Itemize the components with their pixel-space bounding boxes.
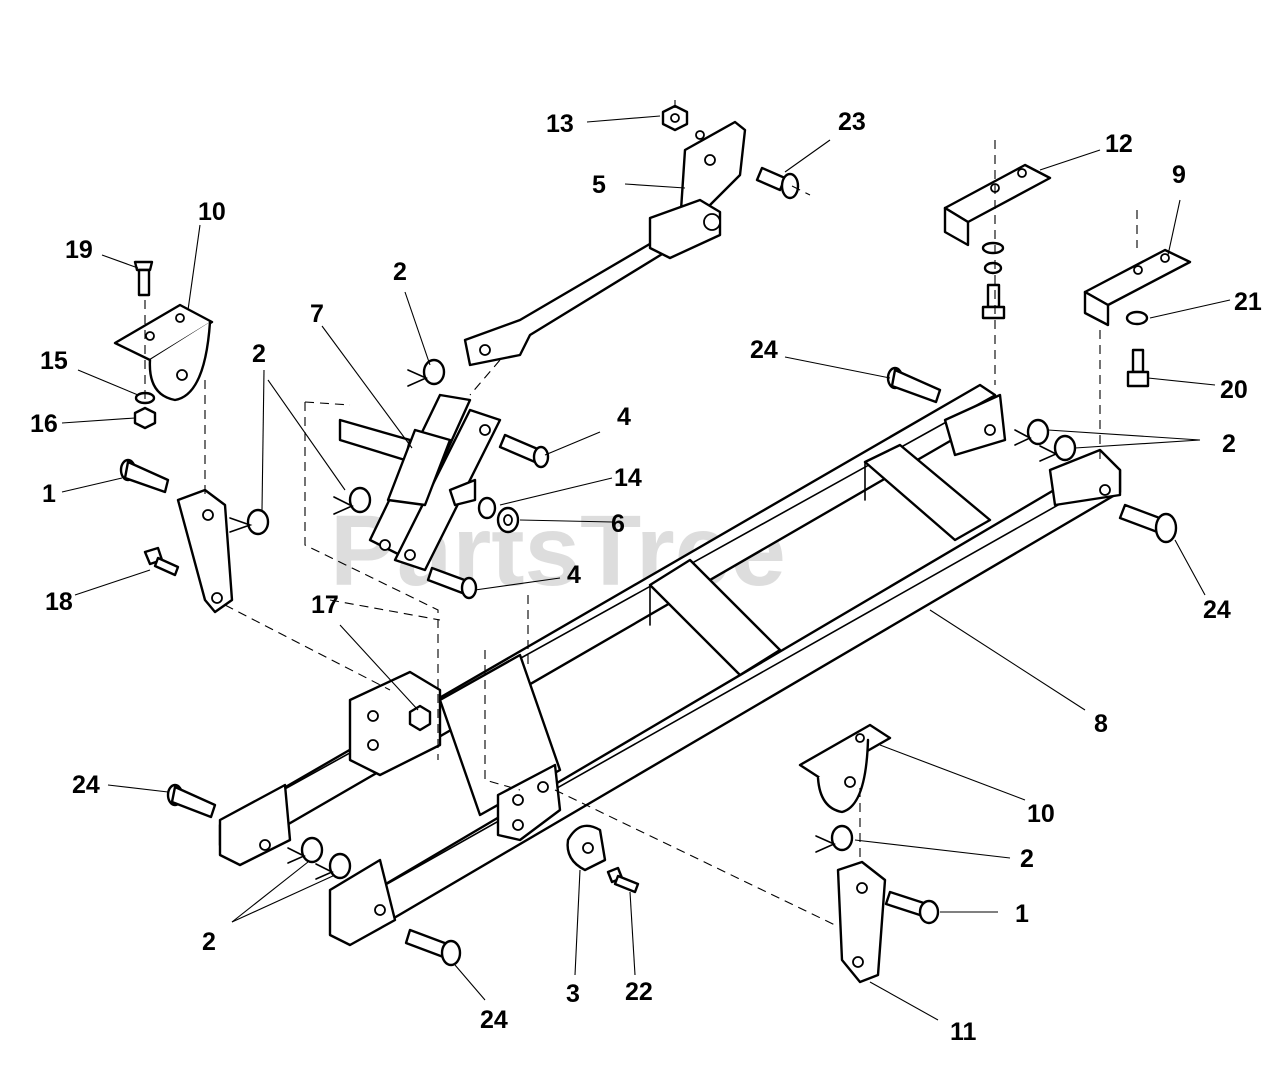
callout-8: 8 (1094, 710, 1108, 738)
hex-nut-17[interactable] (408, 704, 432, 732)
clevis-pin-4-upper[interactable] (498, 433, 550, 469)
hitch-pin-clip-2-lower-left-a[interactable] (287, 836, 324, 864)
callout-4-lower: 4 (567, 561, 581, 589)
hitch-pin-clip-2-lower-right[interactable] (815, 824, 854, 853)
bolt-20[interactable] (1126, 348, 1150, 388)
hitch-pin-clip-2-right-a[interactable] (1014, 418, 1050, 446)
callout-19: 19 (65, 236, 93, 264)
callout-14: 14 (614, 464, 642, 492)
clevis-pin-24-top[interactable] (886, 366, 942, 404)
callout-1-left: 1 (42, 480, 56, 508)
pivot-block-3[interactable] (566, 824, 607, 872)
callout-18: 18 (45, 588, 73, 616)
hanger-arm-11-lower[interactable] (836, 860, 887, 984)
lift-rod-assembly[interactable] (463, 120, 747, 367)
assembly-guide-lines (144, 100, 1138, 926)
callout-21: 21 (1234, 288, 1262, 316)
hitch-pin-clip-2-left[interactable] (229, 508, 270, 536)
bracket-12[interactable] (943, 163, 1052, 247)
bolt-23[interactable] (755, 166, 800, 200)
callout-13: 13 (546, 110, 574, 138)
callout-4-upper: 4 (617, 403, 631, 431)
washer-12-a[interactable] (981, 241, 1005, 255)
callout-2-left: 2 (252, 340, 266, 368)
callout-10-lower: 10 (1027, 800, 1055, 828)
bolt-19[interactable] (133, 260, 154, 297)
callout-6: 6 (611, 510, 625, 538)
bracket-9[interactable] (1083, 248, 1192, 327)
callout-16: 16 (30, 410, 58, 438)
callout-22: 22 (625, 978, 653, 1006)
callout-12: 12 (1105, 130, 1133, 158)
clevis-pin-1-left[interactable] (119, 458, 170, 494)
callout-9: 9 (1172, 161, 1186, 189)
callout-15: 15 (40, 347, 68, 375)
hitch-pin-clip-2-center[interactable] (333, 486, 372, 515)
hex-nut-16[interactable] (133, 406, 157, 430)
callout-10-upper: 10 (198, 198, 226, 226)
callout-24-top: 24 (750, 336, 778, 364)
callout-labels: 13 23 5 12 9 10 19 2 7 2 15 16 1 18 24 4… (30, 108, 1262, 1046)
link-assembly-7[interactable] (338, 393, 502, 572)
hitch-pin-clip-2-right-b[interactable] (1039, 434, 1077, 462)
callout-24-right: 24 (1203, 596, 1231, 624)
callout-2-top: 2 (393, 258, 407, 286)
callout-1-lower: 1 (1015, 900, 1029, 928)
bolt-12[interactable] (981, 283, 1006, 320)
hitch-pin-clip-2-top[interactable] (407, 358, 446, 387)
callout-3: 3 (566, 980, 580, 1008)
washer-14[interactable] (477, 496, 497, 520)
clevis-pin-24-left[interactable] (166, 783, 217, 819)
bolt-22[interactable] (606, 866, 640, 894)
callout-23: 23 (838, 108, 866, 136)
callout-2-right: 2 (1222, 430, 1236, 458)
callout-2-lower-left: 2 (202, 928, 216, 956)
callout-20: 20 (1220, 376, 1248, 404)
callout-24-bottom: 24 (480, 1006, 508, 1034)
bolt-18[interactable] (143, 546, 180, 577)
callout-5: 5 (592, 171, 606, 199)
clevis-pin-4-lower[interactable] (426, 566, 478, 600)
hanger-bracket-10-lower[interactable] (798, 723, 892, 814)
washer-12-b[interactable] (983, 261, 1003, 275)
washer-21[interactable] (1125, 310, 1149, 326)
clevis-pin-24-bottom[interactable] (404, 928, 462, 967)
callout-leaders (61, 115, 1231, 1021)
callout-24-left: 24 (72, 771, 100, 799)
clevis-pin-24-right[interactable] (1118, 503, 1178, 544)
clevis-pin-1-lower[interactable] (884, 890, 940, 925)
callout-17: 17 (311, 591, 339, 619)
callout-11: 11 (950, 1018, 977, 1046)
callout-7: 7 (310, 300, 324, 328)
hanger-bracket-10-upper[interactable] (113, 303, 214, 402)
hanger-arm-11-left[interactable] (176, 488, 234, 614)
frame-assembly[interactable] (218, 383, 1122, 947)
hitch-pin-clip-2-lower-left-b[interactable] (315, 852, 352, 880)
callout-2-lower-right: 2 (1020, 845, 1034, 873)
